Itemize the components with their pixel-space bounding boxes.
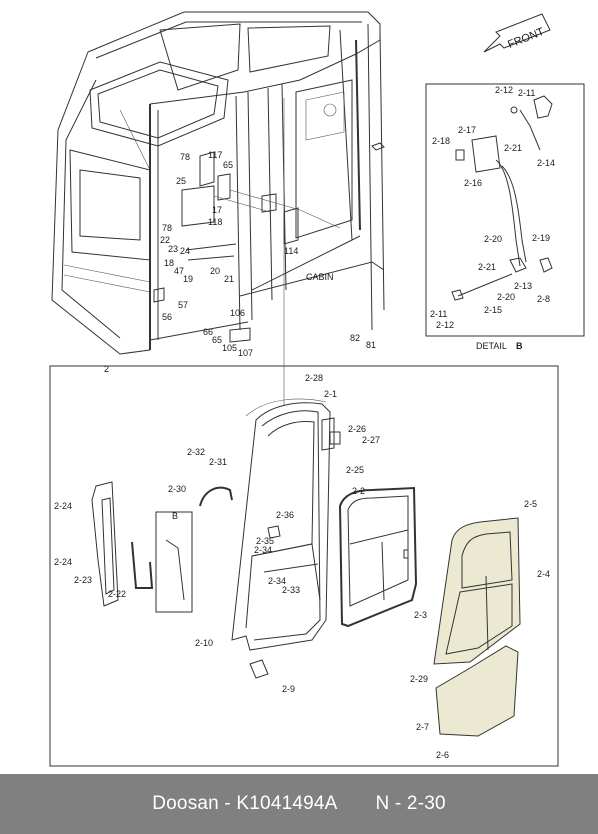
callout: 107 bbox=[238, 348, 253, 358]
callout: 2-35 bbox=[256, 536, 274, 546]
callout: 118 bbox=[208, 217, 222, 227]
front-label: FRONT bbox=[506, 26, 546, 51]
callout: 2-6 bbox=[436, 750, 449, 760]
callout: 2-27 bbox=[362, 435, 380, 445]
callout: 2-18 bbox=[432, 136, 450, 146]
assembly-number: 2 bbox=[104, 364, 109, 374]
callout: 2-34 bbox=[254, 545, 272, 555]
callout: 2-11 bbox=[518, 88, 535, 98]
detail-b-frame bbox=[425, 83, 585, 337]
callout: 66 bbox=[203, 327, 213, 337]
footer-bar: Doosan - K1041494A N - 2-30 bbox=[0, 774, 598, 834]
callout: 2-19 bbox=[532, 233, 550, 243]
callout: 81 bbox=[366, 340, 376, 350]
callout: 2-4 bbox=[537, 569, 550, 579]
callout: 56 bbox=[162, 312, 172, 322]
cabin-label: CABIN bbox=[306, 272, 334, 282]
lower-glass-drawing bbox=[435, 645, 519, 737]
callout: 25 bbox=[176, 176, 186, 186]
callout: 78 bbox=[180, 152, 190, 162]
upper-window-drawing bbox=[338, 486, 418, 628]
callout: 17 bbox=[212, 205, 222, 215]
callout: 47 bbox=[174, 266, 184, 276]
callout: 2-33 bbox=[282, 585, 300, 595]
callout: 22 bbox=[160, 235, 170, 245]
callout: 2-14 bbox=[537, 158, 555, 168]
detail-b-caption: DETAIL bbox=[476, 341, 507, 351]
callout: 24 bbox=[180, 246, 190, 256]
cabin-callouts: 78 117 65 25 17 118 78 22 23 24 18 47 19… bbox=[160, 150, 376, 358]
callout: 20 bbox=[210, 266, 220, 276]
callout: 65 bbox=[212, 335, 222, 345]
callout: 19 bbox=[183, 274, 193, 284]
callout: 2-28 bbox=[305, 373, 323, 383]
callout: 2-17 bbox=[458, 125, 476, 135]
door-callouts: 2-28 2-1 2-26 2-27 2-25 2-32 2-31 2-30 2… bbox=[54, 373, 550, 760]
callout: 2-22 bbox=[108, 589, 126, 599]
trim-panel-drawing bbox=[91, 481, 154, 607]
callout: 105 bbox=[222, 343, 237, 353]
door-assembly-frame bbox=[49, 365, 559, 767]
latch-rod-drawing bbox=[165, 539, 185, 601]
callout: 2-11 bbox=[430, 309, 447, 319]
callout: 2-34 bbox=[268, 576, 286, 586]
door-seal-drawing bbox=[245, 398, 327, 417]
callout: 2-10 bbox=[195, 638, 213, 648]
callout: 2-25 bbox=[346, 465, 364, 475]
parts-diagram: FRONT 78 117 65 25 17 118 78 22 23 24 18… bbox=[49, 11, 585, 767]
callout: 2-26 bbox=[348, 424, 366, 434]
callout: 21 bbox=[224, 274, 234, 284]
callout: 2-36 bbox=[276, 510, 294, 520]
callout: 2-24 bbox=[54, 501, 72, 511]
detail-b-marker: B bbox=[172, 511, 178, 521]
callout: 2-2 bbox=[352, 486, 365, 496]
callout: 2-12 bbox=[436, 320, 454, 330]
callout: 2-30 bbox=[168, 484, 186, 494]
detail-b-drawing bbox=[451, 95, 553, 301]
callout: 2-15 bbox=[484, 305, 502, 315]
callout: 23 bbox=[168, 244, 178, 254]
callout: 2-20 bbox=[484, 234, 502, 244]
callout: 2-16 bbox=[464, 178, 482, 188]
front-arrow-icon bbox=[483, 13, 551, 53]
callout: 18 bbox=[164, 258, 174, 268]
callout: 114 bbox=[284, 246, 298, 256]
callout: 2-23 bbox=[74, 575, 92, 585]
callout: 2-24 bbox=[54, 557, 72, 567]
callout: 2-21 bbox=[478, 262, 496, 272]
callout: 2-32 bbox=[187, 447, 205, 457]
callout: 57 bbox=[178, 300, 188, 310]
callout: 82 bbox=[350, 333, 360, 343]
callout: 2-5 bbox=[524, 499, 537, 509]
callout: 2-21 bbox=[504, 143, 522, 153]
callout: 117 bbox=[208, 150, 222, 160]
callout: 2-12 bbox=[495, 85, 513, 95]
door-frame-drawing bbox=[231, 402, 341, 679]
page-reference: N - 2-30 bbox=[375, 793, 446, 814]
detail-b-caption-letter: B bbox=[516, 341, 523, 351]
callout: 2-8 bbox=[537, 294, 550, 304]
cabin-frame-drawing bbox=[51, 11, 385, 355]
callout: 106 bbox=[230, 308, 245, 318]
callout: 2-13 bbox=[514, 281, 532, 291]
callout: 2-31 bbox=[209, 457, 227, 467]
callout: 2-3 bbox=[414, 610, 427, 620]
callout: 2-7 bbox=[416, 722, 429, 732]
callout: 65 bbox=[223, 160, 233, 170]
callout: 2-29 bbox=[410, 674, 428, 684]
callout: 2-20 bbox=[497, 292, 515, 302]
door-handle-drawing bbox=[199, 486, 233, 507]
callout: 2-9 bbox=[282, 684, 295, 694]
callout: 2-1 bbox=[324, 389, 337, 399]
detail-b-marker-box bbox=[155, 511, 193, 613]
glass-panels-drawing bbox=[433, 517, 521, 665]
callout: 78 bbox=[162, 223, 172, 233]
part-reference: Doosan - K1041494A bbox=[152, 793, 338, 814]
detail-b-callouts: 2-12 2-11 2-17 2-18 2-21 2-14 2-16 2-20 … bbox=[430, 85, 555, 330]
